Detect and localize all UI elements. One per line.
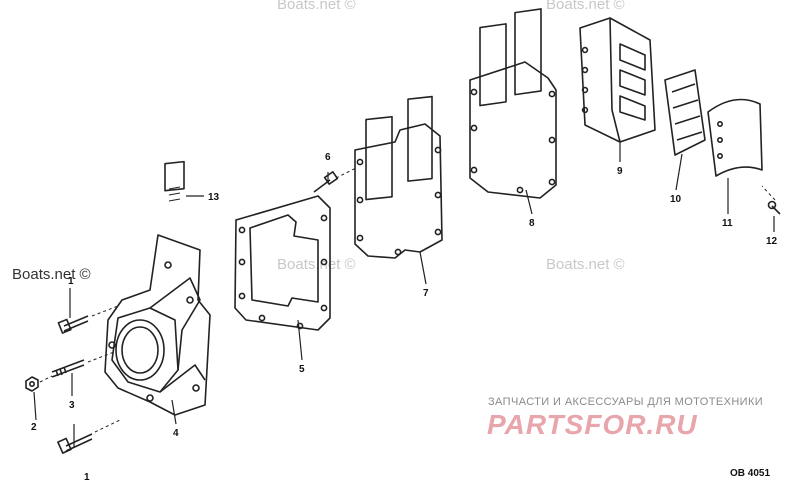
part-reed-frame bbox=[354, 95, 443, 259]
watermark: Boats.net © bbox=[277, 0, 356, 13]
callout-11: 11 bbox=[722, 218, 733, 229]
callout-13: 13 bbox=[208, 192, 220, 203]
callout-8: 8 bbox=[529, 218, 535, 229]
watermark: Boats.net © bbox=[277, 256, 356, 273]
callout-10: 10 bbox=[670, 194, 682, 205]
callout-9: 9 bbox=[617, 166, 623, 177]
callout-1-lower: 1 bbox=[84, 472, 90, 483]
part-screw-12 bbox=[767, 200, 781, 215]
watermark: Boats.net © bbox=[546, 0, 625, 13]
part-adaptor-plate bbox=[104, 234, 211, 416]
brand-tagline: ЗАПЧАСТИ И АКСЕССУАРЫ ДЛЯ МОТОТЕХНИКИ bbox=[488, 396, 764, 408]
part-bolt-1-upper bbox=[57, 315, 89, 334]
part-decal bbox=[164, 160, 185, 202]
part-screw-6 bbox=[313, 171, 339, 193]
part-nut bbox=[25, 376, 39, 392]
drawing-code: OB 4051 bbox=[730, 468, 771, 479]
part-reed-block bbox=[579, 17, 656, 143]
callout-6: 6 bbox=[325, 152, 331, 163]
callout-4: 4 bbox=[173, 428, 179, 439]
callout-12: 12 bbox=[766, 236, 778, 247]
part-bolt-1-lower bbox=[57, 433, 93, 454]
part-stud bbox=[51, 359, 85, 378]
callout-3: 3 bbox=[69, 400, 75, 411]
part-reed-petals bbox=[664, 69, 706, 156]
part-gasket-8 bbox=[469, 8, 557, 199]
part-reed-stop bbox=[707, 98, 763, 177]
callout-7: 7 bbox=[423, 288, 429, 299]
watermark: Boats.net © bbox=[546, 256, 625, 273]
callout-1-upper: 1 bbox=[68, 276, 74, 287]
callout-5: 5 bbox=[299, 364, 305, 375]
watermark: Boats.net © bbox=[12, 266, 91, 283]
part-gasket bbox=[234, 195, 331, 331]
callout-2: 2 bbox=[31, 422, 37, 433]
brand-logo: PARTSFOR.RU bbox=[487, 409, 698, 440]
